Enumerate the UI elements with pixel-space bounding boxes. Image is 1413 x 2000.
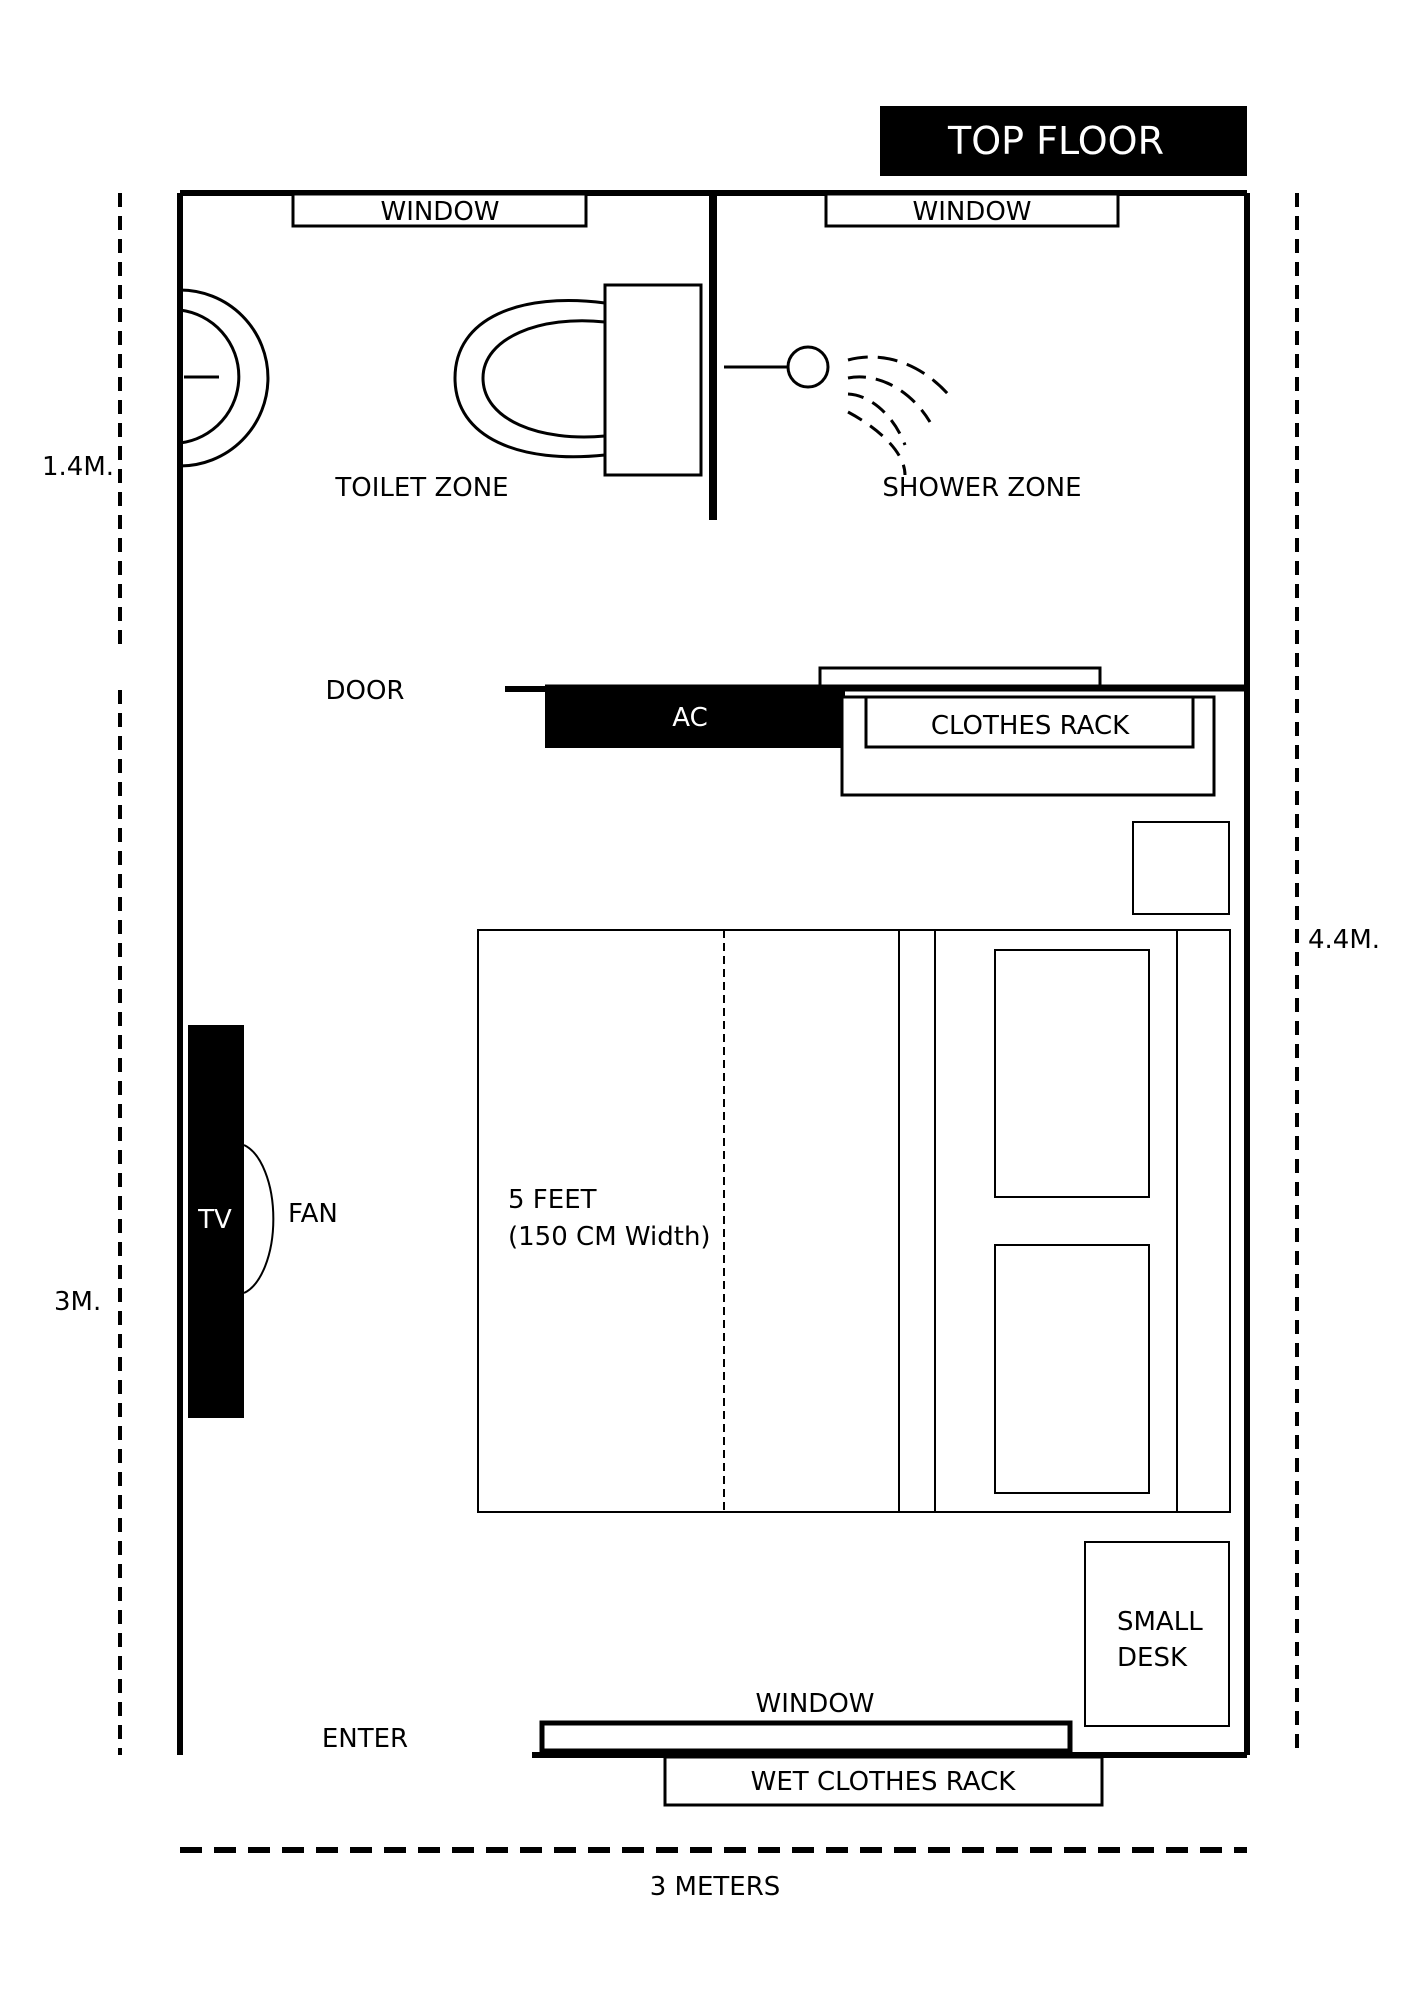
tv-unit <box>188 1025 244 1418</box>
enter-label: ENTER <box>322 1724 408 1754</box>
total-depth-label: 4.4M. <box>1308 925 1380 955</box>
clothes-rack <box>818 666 1216 797</box>
window-top-left-label: WINDOW <box>380 197 499 227</box>
width-label: 3 METERS <box>650 1872 781 1902</box>
shower-icon <box>724 345 955 476</box>
fan-label: FAN <box>288 1199 338 1229</box>
window-top-right-label: WINDOW <box>912 197 1031 227</box>
title-banner <box>880 106 1247 176</box>
ac-unit <box>545 688 845 748</box>
ac-label: AC <box>672 703 707 733</box>
bed-width-label: (150 CM Width) <box>508 1222 711 1252</box>
small-desk-label-1: SMALL <box>1117 1607 1203 1637</box>
window-bottom <box>539 1720 1073 1754</box>
pillow-bottom <box>994 1244 1150 1494</box>
page-title: TOP FLOOR <box>947 119 1164 163</box>
bedroom-depth-label: 3M. <box>54 1287 101 1317</box>
toilet-icon <box>453 283 703 477</box>
window-top-right <box>824 192 1120 228</box>
clothes-rack-label: CLOTHES RACK <box>931 711 1130 741</box>
dimension-lines <box>118 193 1299 1853</box>
bed-size-label: 5 FEET <box>508 1185 597 1215</box>
small-desk <box>1084 1541 1230 1727</box>
shower-zone-label: SHOWER ZONE <box>882 473 1081 503</box>
window-bottom-label: WINDOW <box>755 1689 874 1719</box>
bathroom-depth-label: 1.4M. <box>42 452 114 482</box>
tv-label: TV <box>197 1205 232 1235</box>
small-desk-label-2: DESK <box>1117 1643 1188 1673</box>
wet-clothes-rack-label: WET CLOTHES RACK <box>751 1767 1017 1797</box>
fan-icon <box>243 1144 275 1294</box>
wet-clothes-rack <box>663 1755 1104 1807</box>
window-top-left <box>291 192 588 228</box>
pillow-top <box>994 949 1150 1198</box>
door-label: DOOR <box>325 676 404 706</box>
nightstand <box>1132 821 1230 915</box>
sink-icon <box>179 288 270 468</box>
toilet-zone-label: TOILET ZONE <box>334 473 508 503</box>
